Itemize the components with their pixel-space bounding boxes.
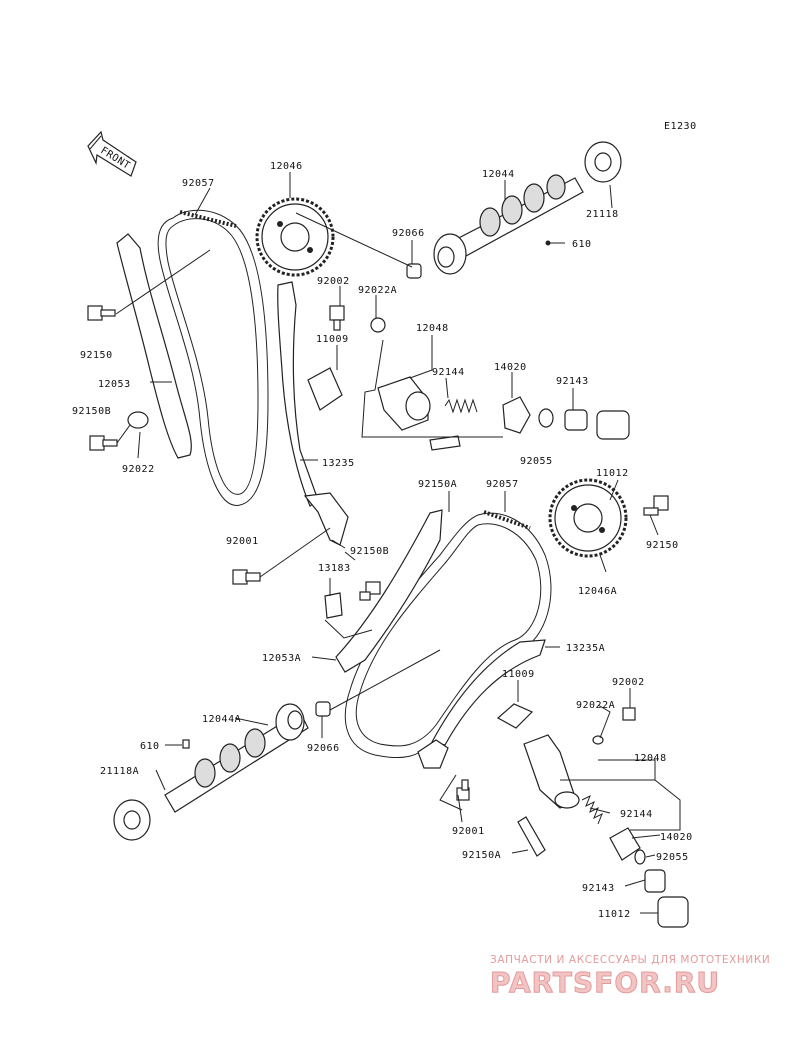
leader-lines-upper [115, 172, 613, 578]
label-92001-bottom: 92001 [452, 826, 485, 837]
oring-92055-top [538, 408, 554, 428]
label-92144-bottom: 92144 [620, 809, 653, 820]
pin-610-bottom [182, 739, 190, 749]
label-92150-left: 92150 [80, 350, 113, 361]
label-92066-top: 92066 [392, 228, 425, 239]
label-11009-bottom: 11009 [502, 669, 535, 680]
label-92022: 92022 [122, 464, 155, 475]
chain-guide-12053A [335, 509, 443, 673]
tensioner-12048-bottom [523, 734, 580, 809]
cap-14020-bottom [609, 827, 641, 861]
watermark-logo: PARTSFOR.RU [490, 966, 720, 999]
label-92022A-bottom: 92022A [576, 700, 615, 711]
diagram-code: E1230 [664, 121, 697, 132]
label-12046: 12046 [270, 161, 303, 172]
label-13183: 13183 [318, 563, 351, 574]
front-arrow-icon: FRONT [87, 130, 137, 177]
label-92150A-bottom: 92150A [462, 850, 501, 861]
bolt-92150-left [87, 305, 116, 321]
bolt-92002-top [329, 305, 345, 331]
part-labels: 92057 12046 12044 21118 92066 610 92002 … [72, 161, 693, 920]
label-11012-bottom: 11012 [598, 909, 631, 920]
collar-92143-top [564, 409, 588, 431]
tensioner-12048-top [377, 376, 431, 431]
label-92057-bottom: 92057 [486, 479, 519, 490]
label-92057-top: 92057 [182, 178, 215, 189]
label-92055-top: 92055 [520, 456, 553, 467]
label-92150A-top: 92150A [418, 479, 457, 490]
plate-21118A [113, 799, 151, 841]
label-92150B-mid: 92150B [350, 546, 389, 557]
label-11012-top: 11012 [596, 468, 629, 479]
cap-92066-bottom [315, 701, 331, 717]
label-610-bottom: 610 [140, 741, 160, 752]
label-12048-top: 12048 [416, 323, 449, 334]
label-92002-bottom: 92002 [612, 677, 645, 688]
label-13235: 13235 [322, 458, 355, 469]
label-12053A: 12053A [262, 653, 301, 664]
gasket-11009-bottom [496, 703, 534, 729]
label-92002-top: 92002 [317, 276, 350, 287]
screw-92150A-bottom [517, 816, 546, 857]
label-14020-top: 14020 [494, 362, 527, 373]
tensioner-guide-13235 [277, 281, 319, 507]
bracket-13183 [324, 592, 343, 619]
tensioner-guide-13235A [431, 639, 546, 746]
label-92143-top: 92143 [556, 376, 589, 387]
label-92143-bottom: 92143 [582, 883, 615, 894]
plate-21118 [584, 141, 622, 183]
cap-11012-bottom [657, 896, 689, 928]
label-92055-bottom: 92055 [656, 852, 689, 863]
leader-lines-lower [155, 479, 681, 914]
bolt-92150B-mid [359, 581, 381, 601]
watermark: ЗАПЧАСТИ И АКСЕССУАРЫ ДЛЯ МОТОТЕХНИКИ PA… [490, 954, 770, 1000]
watermark-tagline: ЗАПЧАСТИ И АКСЕССУАРЫ ДЛЯ МОТОТЕХНИКИ [490, 954, 770, 966]
label-12044: 12044 [482, 169, 515, 180]
label-92144-top: 92144 [432, 367, 465, 378]
bolt-92150B-left [89, 435, 118, 451]
washer-92022 [127, 411, 149, 429]
chain-guide-12053 [116, 233, 192, 459]
spring-92144-bottom [581, 794, 603, 825]
bolt-92001-top [232, 569, 261, 585]
bolt-92150-right [643, 495, 669, 516]
cap-14020-top [502, 396, 531, 434]
label-21118A: 21118A [100, 766, 139, 777]
bolt-92001-bottom [456, 779, 470, 801]
label-13235A: 13235A [566, 643, 605, 654]
label-92150-right: 92150 [646, 540, 679, 551]
tensioner-pivot-bracket [303, 492, 349, 546]
camshaft-12044 [433, 174, 584, 275]
washer-92022A-bottom [592, 735, 604, 745]
label-12046A: 12046A [578, 586, 617, 597]
upper-timing-chain [157, 209, 269, 506]
collar-92143-bottom [644, 869, 666, 893]
camshaft-12044A [164, 703, 309, 813]
label-21118: 21118 [586, 209, 619, 220]
cam-sprocket-12046A [548, 478, 628, 558]
spring-92144-top [444, 398, 478, 414]
label-12048-bottom: 12048 [634, 753, 667, 764]
label-92001-top: 92001 [226, 536, 259, 547]
oring-92055-bottom [634, 849, 646, 865]
label-11009-top: 11009 [316, 334, 349, 345]
bolt-92002-bottom [622, 707, 636, 721]
screw-92150B-top [429, 435, 461, 451]
label-92066-bottom: 92066 [307, 743, 340, 754]
cap-11012-top [596, 410, 630, 440]
label-92022A-top: 92022A [358, 285, 397, 296]
label-92150B-left: 92150B [72, 406, 111, 417]
label-610-top: 610 [572, 239, 592, 250]
cap-92066-top [406, 263, 422, 279]
label-12053: 12053 [98, 379, 131, 390]
cam-sprocket-12046 [255, 197, 335, 277]
tensioner-pivot-bracket-lower [417, 739, 449, 769]
gasket-11009-top [307, 367, 343, 411]
washer-92022A-top [370, 317, 386, 333]
label-14020-bottom: 14020 [660, 832, 693, 843]
label-12044A: 12044A [202, 714, 241, 725]
